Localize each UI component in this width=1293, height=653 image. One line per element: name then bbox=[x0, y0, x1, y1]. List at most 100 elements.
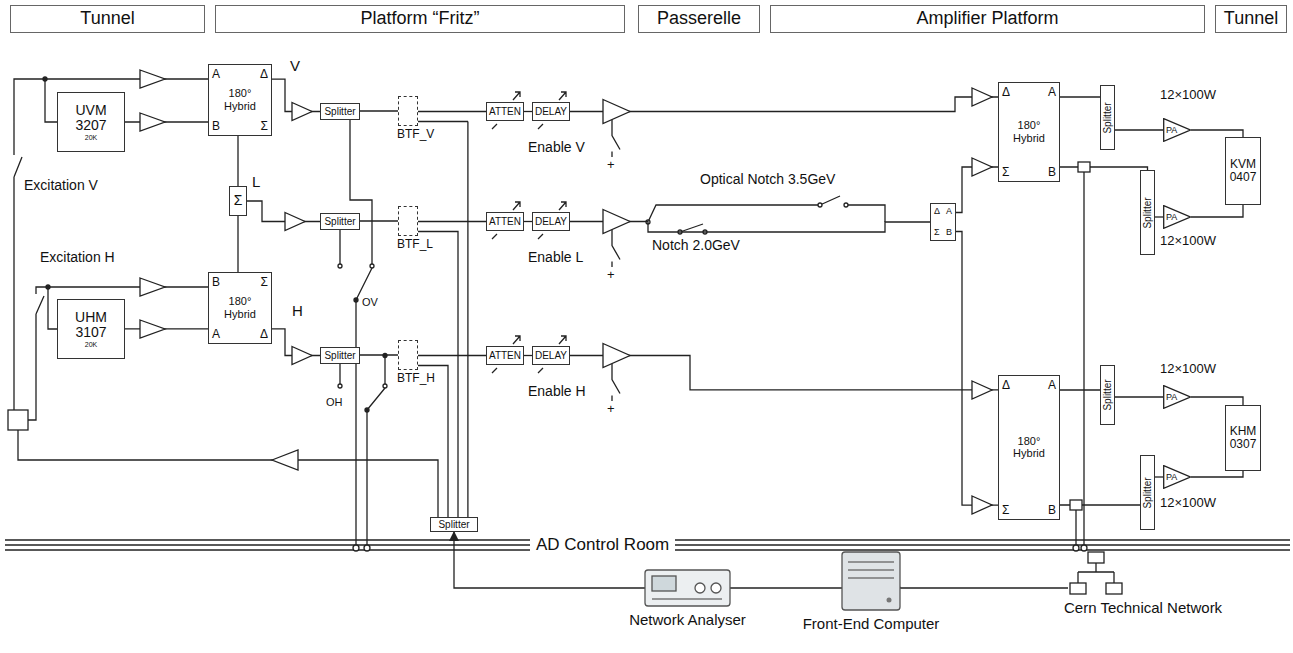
node-text: Cern Technical Network bbox=[1064, 600, 1222, 617]
node-text: A bbox=[946, 207, 952, 216]
node-text: Σ bbox=[934, 228, 940, 237]
signal-label: Enable L bbox=[528, 250, 583, 265]
signal-label: + bbox=[607, 402, 615, 416]
node-text: Splitter bbox=[1143, 197, 1153, 228]
kicker-box: KHM 0307 bbox=[1225, 405, 1261, 471]
power-amplifier: PA bbox=[1163, 385, 1191, 409]
signal-wire bbox=[1155, 476, 1163, 477]
node-text: Σ bbox=[234, 193, 243, 208]
signal-label: H bbox=[292, 303, 303, 320]
zone-header: Platform “Fritz” bbox=[215, 5, 625, 33]
signal-wire bbox=[360, 220, 398, 222]
node-text: Network Analyser bbox=[629, 612, 746, 629]
hybrid-box: BΣ180° HybridAΔ bbox=[208, 272, 272, 344]
zone-header: Tunnel bbox=[1215, 5, 1287, 33]
btf-switch-box: BTF_L bbox=[398, 206, 418, 236]
node-text: DELAY bbox=[535, 106, 567, 117]
signal-label: + bbox=[607, 158, 615, 172]
btf-switch-box: BTF_V bbox=[398, 96, 418, 126]
node-text: Splitter bbox=[324, 216, 355, 227]
signal-wire bbox=[418, 110, 486, 112]
delay-box: DELAY bbox=[532, 102, 570, 121]
signal-wire bbox=[360, 354, 398, 356]
node-text: A bbox=[212, 328, 220, 340]
node-text: Splitter bbox=[324, 350, 355, 361]
node-text: Passerelle bbox=[657, 9, 741, 29]
node-text: BTF_L bbox=[397, 238, 433, 250]
signal-label: Enable H bbox=[528, 384, 586, 399]
splitter-box: Splitter bbox=[320, 347, 360, 364]
signal-wire bbox=[1115, 396, 1163, 397]
room-label: AD Control Room bbox=[530, 536, 675, 555]
node-text: A bbox=[1048, 379, 1056, 391]
power-amplifier: PA bbox=[1163, 118, 1191, 142]
node-text: BTF_H bbox=[397, 372, 435, 384]
node-text: 180° Hybrid bbox=[1007, 435, 1051, 460]
signal-wire bbox=[1155, 216, 1163, 217]
hybrid-box: ΔA180° HybridΣB bbox=[998, 375, 1060, 520]
pickup-box: UHM 310720K bbox=[57, 299, 125, 359]
attenuator-box: ATTEN bbox=[486, 212, 524, 231]
front-end-computer: Front-End Computer bbox=[842, 552, 900, 610]
node-text: UVM 3207 bbox=[71, 103, 111, 134]
power-amplifier: PA bbox=[1163, 465, 1191, 489]
pickup-box: UVM 320720K bbox=[57, 92, 125, 152]
signal-wire bbox=[418, 220, 486, 222]
signal-wire bbox=[524, 221, 532, 222]
node-text: Tunnel bbox=[1224, 9, 1278, 29]
node-text: Δ bbox=[260, 328, 268, 340]
signal-label: L bbox=[252, 174, 260, 191]
signal-wire bbox=[1115, 129, 1163, 130]
splitter-box: Splitter bbox=[320, 103, 360, 120]
signal-wire bbox=[900, 587, 1068, 588]
node-text: Σ bbox=[261, 276, 268, 288]
node-text: ATTEN bbox=[489, 216, 521, 227]
node-text: Σ bbox=[1002, 504, 1009, 516]
splitter-box: Splitter bbox=[1140, 170, 1155, 255]
node-text: PA bbox=[1166, 126, 1177, 135]
node-text: PA bbox=[1166, 213, 1177, 222]
node-text: 20K bbox=[85, 341, 97, 349]
node-text: Front-End Computer bbox=[803, 616, 940, 633]
hybrid-box: AΔ180° HybridBΣ bbox=[208, 64, 272, 136]
combiner-box: Σ bbox=[229, 186, 247, 216]
node-text: KHM 0307 bbox=[1228, 425, 1258, 451]
node-text: A bbox=[212, 68, 220, 80]
node-text: BTF_V bbox=[397, 128, 434, 140]
network-analyser: Network Analyser bbox=[645, 570, 730, 606]
attenuator-box: ATTEN bbox=[486, 346, 524, 365]
signal-label: Excitation H bbox=[40, 250, 115, 265]
delay-box: DELAY bbox=[532, 212, 570, 231]
node-text: Splitter bbox=[1103, 379, 1113, 410]
btf-switch-box: BTF_H bbox=[398, 340, 418, 370]
splitter-box: Splitter bbox=[1140, 455, 1155, 530]
signal-label: OH bbox=[326, 396, 343, 408]
node-text: DELAY bbox=[535, 350, 567, 361]
signal-wire bbox=[1060, 167, 1148, 170]
kicker-box: KVM 0407 bbox=[1225, 137, 1261, 205]
node-text: 180° Hybrid bbox=[218, 87, 262, 112]
node-text: Tunnel bbox=[80, 9, 134, 29]
delay-box: DELAY bbox=[532, 346, 570, 365]
attenuator-box: ATTEN bbox=[486, 102, 524, 121]
node-text: Δ bbox=[934, 207, 940, 216]
signal-label: Notch 2.0GeV bbox=[652, 238, 740, 253]
zone-header: Tunnel bbox=[10, 5, 205, 33]
node-text: Σ bbox=[1002, 166, 1009, 178]
node-text: Platform “Fritz” bbox=[361, 9, 480, 29]
node-text: B bbox=[1048, 504, 1056, 516]
signal-label: 12×100W bbox=[1160, 496, 1216, 510]
splitter-box: Splitter bbox=[1100, 85, 1115, 150]
signal-wire bbox=[360, 110, 398, 112]
signal-label: 12×100W bbox=[1160, 362, 1216, 376]
splitter-box: Splitter bbox=[1100, 365, 1115, 425]
node-text: B bbox=[946, 228, 952, 237]
signal-wire bbox=[570, 356, 998, 390]
signal-wire bbox=[956, 232, 998, 506]
node-text: Splitter bbox=[438, 519, 469, 530]
signal-label: OV bbox=[362, 296, 378, 308]
power-amplifier: PA bbox=[1163, 205, 1191, 229]
node-text: UHM 3107 bbox=[71, 310, 111, 341]
node-text: DELAY bbox=[535, 216, 567, 227]
signal-wire bbox=[247, 201, 320, 222]
